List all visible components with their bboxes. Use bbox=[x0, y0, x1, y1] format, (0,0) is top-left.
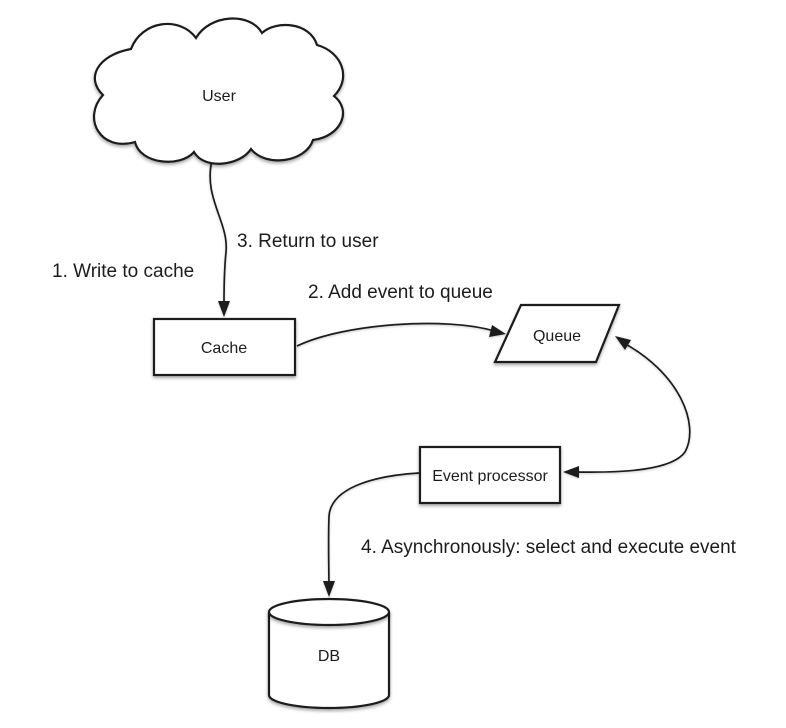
edge-line-event-processor-db bbox=[327, 472, 420, 593]
node-label-user: User bbox=[202, 88, 236, 105]
node-user: User bbox=[92, 17, 345, 165]
db-cylinder-body bbox=[267, 612, 391, 710]
node-queue: Queue bbox=[493, 303, 621, 364]
arrowhead-into-cache bbox=[218, 301, 230, 317]
edge-label-step1: 1. Write to cache bbox=[52, 261, 194, 282]
edge-event-processor-to-db bbox=[323, 472, 420, 597]
cloud-shape bbox=[92, 17, 345, 165]
queue-parallelogram bbox=[493, 303, 621, 364]
node-label-cache: Cache bbox=[201, 340, 247, 357]
edge-cache-to-queue bbox=[296, 322, 506, 347]
db-cylinder-top bbox=[267, 597, 391, 627]
node-event-processor: Event processor bbox=[418, 445, 562, 505]
edge-user-to-cache bbox=[209, 159, 230, 317]
node-cache: Cache bbox=[152, 317, 297, 377]
arrowhead-into-queue-right bbox=[615, 336, 631, 350]
cache-rectangle bbox=[152, 317, 297, 377]
edge-line-queue-event-processor bbox=[573, 340, 691, 474]
edge-line-user-cache bbox=[209, 159, 227, 304]
event-processor-rectangle bbox=[418, 445, 562, 505]
edge-label-step3: 3. Return to user bbox=[237, 231, 379, 252]
arrowhead-into-db bbox=[323, 581, 335, 597]
edge-label-step2: 2. Add event to queue bbox=[308, 282, 493, 303]
arrowhead-into-queue-left bbox=[489, 325, 506, 337]
edge-label-step4: 4. Asynchronously: select and execute ev… bbox=[361, 537, 737, 558]
edge-queue-event-processor bbox=[563, 336, 691, 478]
node-label-event-processor: Event processor bbox=[432, 468, 548, 485]
arrowhead-into-event-processor bbox=[563, 466, 579, 478]
node-label-db: DB bbox=[318, 648, 340, 665]
node-db: DB bbox=[267, 597, 391, 710]
node-label-queue: Queue bbox=[533, 328, 581, 345]
edge-line-cache-queue bbox=[296, 322, 495, 347]
